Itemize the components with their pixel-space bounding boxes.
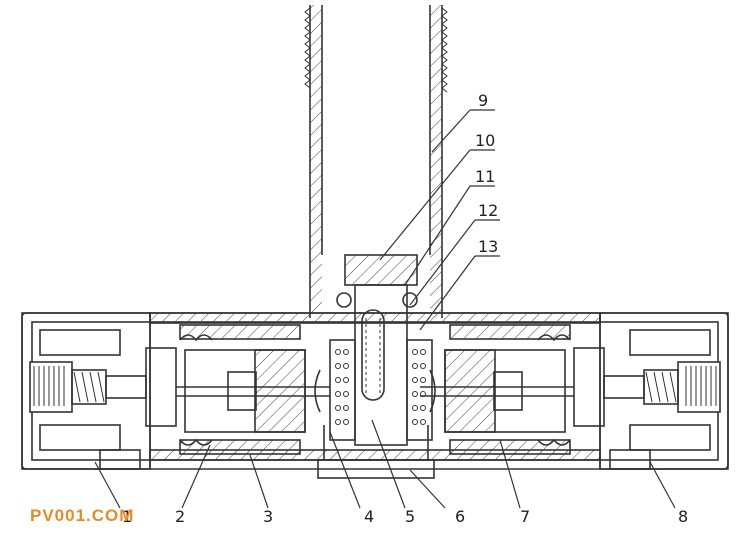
callout-4: 4 (364, 507, 374, 526)
callout-7: 7 (520, 507, 530, 526)
right-spool-assembly (420, 324, 574, 455)
callout-13: 13 (478, 237, 498, 256)
callout-6: 6 (455, 507, 465, 526)
callout-9: 9 (478, 91, 488, 110)
callout-2: 2 (175, 507, 185, 526)
central-cartridge (317, 254, 435, 479)
callout-labels: 1 2 3 4 5 6 7 8 9 10 11 12 13 (122, 91, 688, 526)
callout-10: 10 (475, 131, 495, 150)
pipe-thread-left (304, 7, 311, 89)
left-spool-assembly (176, 324, 330, 455)
callout-3: 3 (263, 507, 273, 526)
right-end-cap (573, 312, 729, 470)
watermark: PV001.COM (30, 506, 135, 525)
leader-lines (94, 109, 676, 509)
callout-8: 8 (678, 507, 688, 526)
callout-5: 5 (405, 507, 415, 526)
callout-1: 1 (122, 507, 132, 526)
pipe-thread-right (441, 7, 448, 93)
callout-11: 11 (475, 167, 495, 186)
left-end-cap (21, 312, 177, 470)
callout-12: 12 (478, 201, 498, 220)
outlet-pipe (304, 5, 448, 318)
